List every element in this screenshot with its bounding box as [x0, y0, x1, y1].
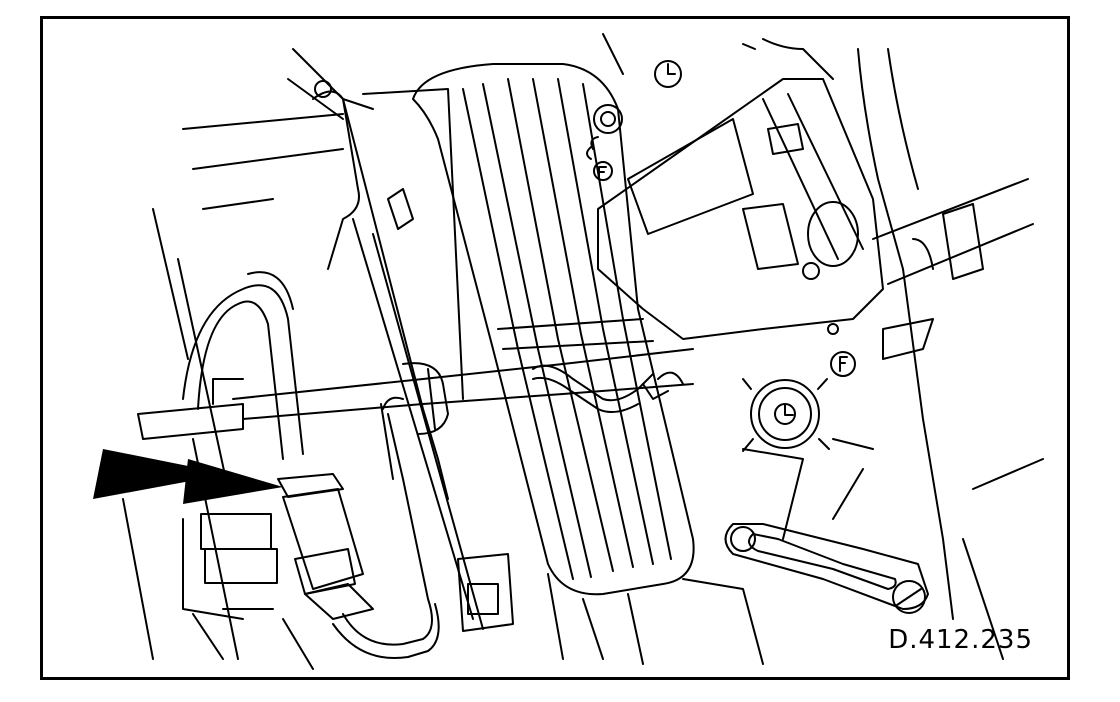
- actuator-block: [586, 60, 884, 340]
- linkage-arm: [724, 438, 929, 614]
- left-bracket: [137, 378, 278, 660]
- figure-reference-code: D.412.235: [888, 625, 1033, 655]
- left-panel-outline: [122, 48, 374, 670]
- electrical-connector: [277, 396, 440, 659]
- pointer-arrows: [93, 449, 283, 504]
- central-housing: [412, 63, 695, 596]
- pointer-arrow-small: [183, 459, 283, 504]
- lower-clip-box: [457, 553, 514, 632]
- technical-line-drawing: [93, 33, 1044, 670]
- illustration-frame: D.412.235: [40, 16, 1070, 680]
- adjustment-dial: [742, 378, 830, 452]
- left-cable-loop: [182, 271, 304, 460]
- horizontal-crossbar: [232, 348, 694, 435]
- main-vertical-pipe: [312, 80, 484, 630]
- pointer-arrow-large: [93, 449, 228, 499]
- right-frame-outline: [602, 33, 1044, 660]
- sensor-wire: [532, 364, 684, 414]
- right-rod: [872, 178, 1034, 285]
- bottom-frame-outline: [547, 573, 764, 665]
